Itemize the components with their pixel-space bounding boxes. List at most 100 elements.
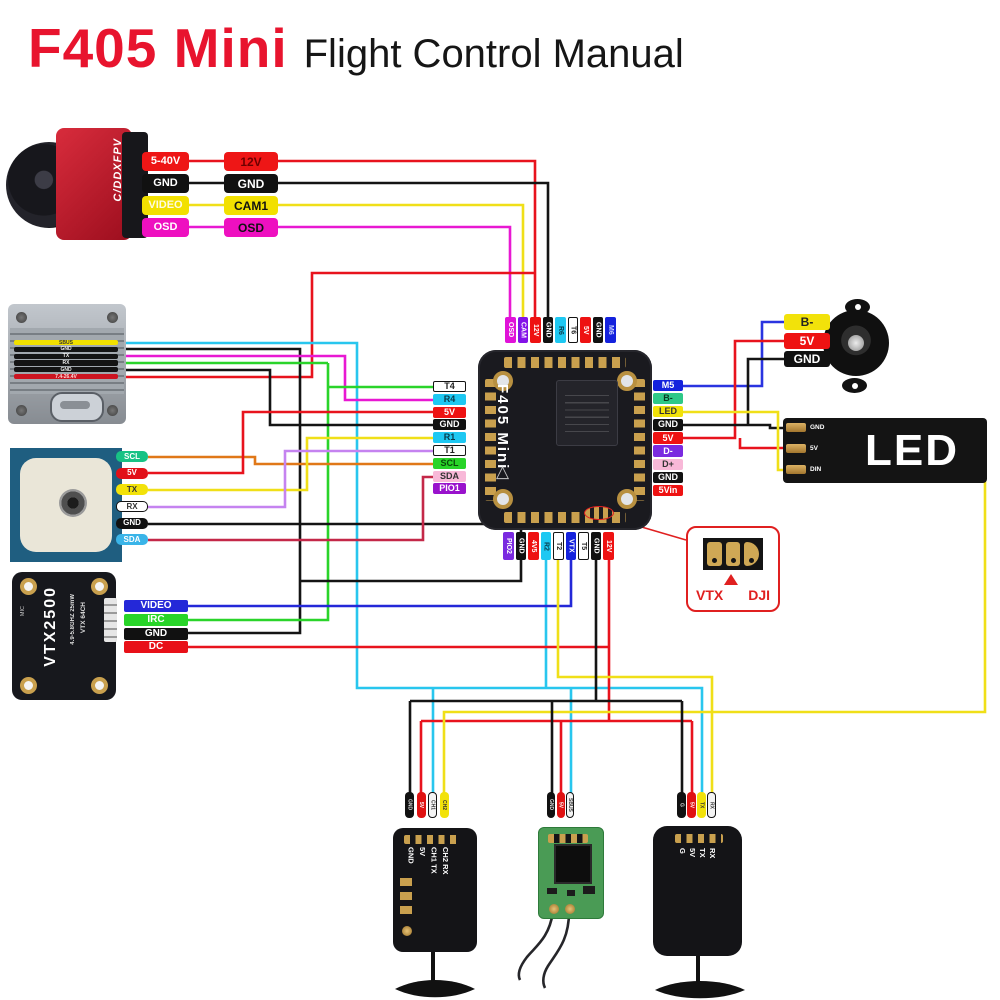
wire-ch2-long: [442, 480, 987, 793]
fc-pin-gnd: GND: [433, 419, 466, 431]
mount-hole: [91, 677, 108, 694]
title-subtitle: Flight Control Manual: [303, 32, 684, 76]
rx-left-pin-5v: 5V: [418, 847, 427, 857]
rx-chip: [554, 844, 592, 884]
fc-pin-gnd: GND: [542, 317, 553, 343]
wire-gps-5v: [148, 410, 437, 475]
gps-pin-gnd: GND: [116, 517, 148, 529]
pad-vtx: [707, 542, 722, 566]
fc-pin-scl: SCL: [433, 457, 466, 469]
wire-irc-bus: [188, 363, 330, 622]
fc-pin-cam: CAM: [517, 317, 528, 343]
fc-pin-b-: B-: [653, 393, 683, 405]
fc-pin-t4: T4: [433, 381, 466, 392]
callout-vtx-label: VTX: [696, 587, 724, 603]
fc-pin-r1: R1: [433, 432, 466, 444]
fc-pin-vtx: VTX: [565, 532, 576, 560]
hole: [402, 926, 412, 936]
solder-pads-bottom: [504, 512, 626, 523]
screw-icon: [16, 405, 27, 416]
fc-pin-t5: T5: [578, 532, 589, 560]
rx-left-bullet-ch2: CH2: [439, 792, 449, 818]
fc-pin-5v: 5V: [433, 406, 466, 418]
rx-left-pin-ch2rx: CH2 RX: [441, 847, 450, 875]
fc-camera-pin-gnd: GND: [224, 174, 278, 193]
vtx-pin-dc: DC: [124, 641, 188, 654]
triangle-logo-icon: △: [496, 462, 510, 481]
gps-antenna-feed: [59, 489, 87, 517]
vtx-mic-text: MIC: [20, 606, 26, 617]
vtx-dji-select-pads: [584, 506, 614, 520]
fc-pin-t6: T6: [567, 317, 578, 343]
camera-pin-osd: OSD: [142, 218, 189, 237]
fc-pin-gnd: GND: [590, 532, 601, 560]
buzzer-pin-b-: B-: [784, 314, 830, 330]
rx-mid-bullet-sbus: SBUS: [566, 792, 574, 818]
fc-pin-r2: R2: [540, 532, 551, 560]
dji-pin-gnd: GND: [14, 367, 118, 373]
gps-pin-tx: TX: [116, 484, 148, 496]
buzzer-pin-gnd: GND: [784, 351, 830, 368]
solder-pads-top: [504, 357, 626, 368]
dji-pin-rx: RX: [14, 360, 118, 366]
mount-hole: [617, 489, 637, 509]
rx-right-pin-rx: RX: [708, 848, 717, 859]
fc-pin-gnd: GND: [653, 419, 683, 431]
vtx-pin-irc: IRC: [124, 613, 188, 626]
vtx2500-module: VTX2500 4.9-5.8GHZ 25mW VTX 64CH MIC: [12, 572, 117, 700]
fc-pin-d-: D-: [653, 445, 683, 457]
fc-pin-5v: 5V: [580, 317, 591, 343]
rx-left-antenna: [395, 980, 475, 998]
mount-hole: [20, 677, 37, 694]
buzzer-center: [848, 335, 864, 351]
pad-dji: [744, 542, 760, 566]
wire-camera-osd: [278, 225, 512, 318]
rx-right-pin-tx: TX: [698, 848, 707, 858]
led-pads: GND 5V DIN: [786, 423, 824, 474]
fc-pin-pio2: PIO2: [503, 532, 514, 560]
dji-pin-sbus: SBUS: [14, 340, 118, 346]
solder-pads-left: [485, 379, 496, 501]
fc-pin-5v: 5V: [653, 432, 683, 444]
rx-left-pin-ch1tx: CH1 TX: [429, 847, 439, 874]
smd-part: [547, 888, 557, 894]
selector-pads: [703, 538, 763, 570]
wire-power-12v-branch: [112, 271, 535, 379]
led-pad-gnd: GND: [786, 423, 824, 432]
rx-right-bullet-rx: RX: [707, 792, 716, 818]
led-pad-5v: 5V: [786, 444, 824, 453]
rx-right-bullet-5v: 5V: [687, 792, 696, 818]
gps-pin-scl: SCL: [116, 451, 148, 462]
side-pads: [400, 878, 412, 920]
wire-m5-to-buzzer: [682, 320, 786, 388]
fc-camera-pin-osd: OSD: [224, 218, 278, 237]
vtx-spec-text: 4.9-5.8GHZ 25mW: [70, 594, 76, 645]
fc-pin-m5: M5: [653, 380, 683, 392]
vtx-pin-video: VIDEO: [124, 600, 188, 612]
fc-pin-t2: T2: [553, 532, 564, 560]
vtx-connector: [104, 598, 117, 642]
wire-vtx-video: [188, 560, 573, 608]
mount-hole: [493, 371, 513, 391]
vtx-pin-gnd: GND: [124, 627, 188, 640]
rx-mid-antenna-2: [542, 911, 571, 989]
rx-right-pin-5v: 5V: [688, 848, 697, 858]
wire-gps-tx-to-r1: [148, 436, 437, 492]
led-pad-din: DIN: [786, 465, 824, 474]
smd-part: [583, 886, 595, 894]
mount-hole: [617, 371, 637, 391]
wire-dji-tx-to-r4: [112, 354, 437, 402]
gps-ceramic-antenna: [20, 458, 112, 552]
fc-pin-d+: D+: [653, 458, 683, 470]
